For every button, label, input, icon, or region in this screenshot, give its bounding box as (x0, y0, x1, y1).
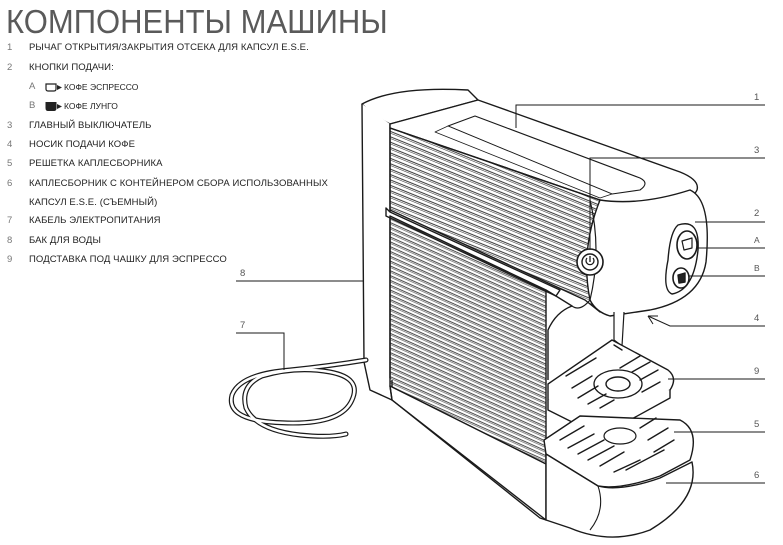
legend-number: 8 (7, 235, 13, 246)
callout-2: 2 (754, 208, 760, 219)
legend-number: 4 (7, 139, 13, 150)
legend-text: ПОДСТАВКА ПОД ЧАШКУ ДЛЯ ЭСПРЕССО (29, 254, 227, 265)
leader-7 (236, 332, 285, 370)
legend-text: РЫЧАГ ОТКРЫТИЯ/ЗАКРЫТИЯ ОТСЕКА ДЛЯ КАПСУ… (29, 42, 309, 53)
lungo-cup-icon (45, 102, 62, 111)
leader-1 (515, 104, 765, 128)
machine-body (385, 99, 708, 538)
callout-b: B (754, 263, 760, 273)
power-cable (228, 357, 369, 439)
legend-text: КОФЕ ЭСПРЕССО (64, 82, 139, 92)
legend-text: РЕШЕТКА КАПЛЕСБОРНИКА (29, 158, 163, 169)
leader-4 (647, 315, 765, 327)
legend-text: КОФЕ ЛУНГО (64, 101, 118, 111)
legend-text: КАПЛЕСБОРНИК С КОНТЕЙНЕРОМ СБОРА ИСПОЛЬЗ… (29, 178, 328, 189)
legend-number: 1 (7, 42, 13, 53)
legend-number: 7 (7, 215, 13, 226)
coffee-spout (613, 311, 625, 347)
callout-8: 8 (240, 268, 246, 279)
legend-text: КАБЕЛЬ ЭЛЕКТРОПИТАНИЯ (29, 215, 161, 226)
callout-1: 1 (754, 92, 760, 103)
callout-9: 9 (754, 366, 760, 377)
legend-text: БАК ДЛЯ ВОДЫ (29, 235, 101, 246)
legend-letter: B (29, 100, 36, 111)
callout-a: A (754, 235, 760, 245)
page-title: КОМПОНЕНТЫ МАШИНЫ (6, 3, 388, 40)
legend-number: 5 (7, 158, 13, 169)
callout-7: 7 (240, 320, 246, 331)
callout-lines (236, 104, 765, 484)
callout-5: 5 (754, 419, 760, 430)
callout-4: 4 (754, 313, 760, 324)
leader-3 (589, 157, 765, 250)
espresso-cup-icon (45, 83, 62, 92)
legend-number: 3 (7, 120, 13, 131)
callout-6: 6 (754, 470, 760, 481)
legend-number: 9 (7, 254, 13, 265)
legend-text: КНОПКИ ПОДАЧИ: (29, 62, 114, 73)
legend-letter: A (29, 81, 36, 92)
legend-text: ГЛАВНЫЙ ВЫКЛЮЧАТЕЛЬ (29, 120, 152, 131)
legend-text: КАПСУЛ E.S.E. (СЪЕМНЫЙ) (29, 197, 158, 208)
arrow-icon (647, 315, 658, 325)
legend-number: 6 (7, 178, 13, 189)
legend-text: НОСИК ПОДАЧИ КОФЕ (29, 139, 136, 150)
callout-3: 3 (754, 145, 760, 156)
legend-number: 2 (7, 62, 13, 73)
